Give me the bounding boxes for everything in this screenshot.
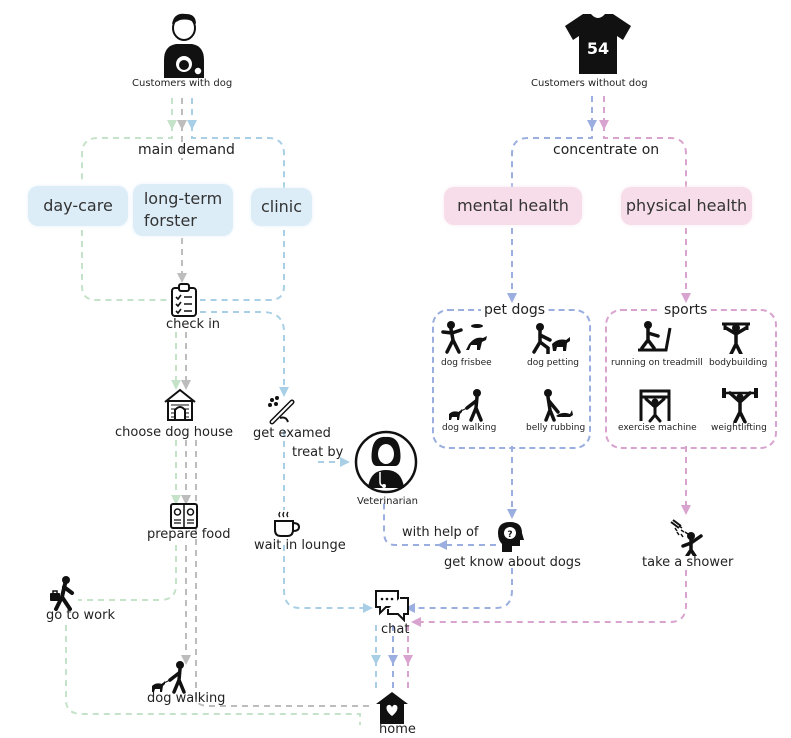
- veterinarian-label: Veterinarian: [357, 496, 419, 507]
- chat-label: chat: [381, 622, 410, 637]
- weightlifting-label: weightlifting: [711, 423, 767, 433]
- treat-by-label: treat by: [292, 445, 344, 460]
- concentrate-on-label: concentrate on: [553, 142, 660, 158]
- person-with-dog-icon: [164, 13, 204, 78]
- with-help-of-label: with help of: [402, 525, 479, 540]
- treadmill-icon: [638, 321, 672, 352]
- jersey-icon: 54: [565, 14, 631, 74]
- food-menu-icon: [170, 503, 198, 529]
- medical-tools-icon: [268, 396, 295, 425]
- running-on-treadmill-label: running on treadmill: [611, 358, 703, 368]
- dog-walking-label: dog walking: [147, 691, 226, 706]
- head-idea-icon: ?: [498, 522, 524, 552]
- pet-dogs-title: pet dogs: [481, 303, 549, 317]
- bodybuilding-label: bodybuilding: [709, 358, 768, 368]
- dog-walking-icon: [152, 661, 186, 694]
- main-demand-label: main demand: [138, 142, 235, 158]
- get-examed-label: get examed: [253, 426, 331, 441]
- choose-dog-house-label: choose dog house: [115, 425, 233, 440]
- dog-frisbee-icon: [441, 321, 487, 354]
- belly-rubbing-label: belly rubbing: [526, 423, 586, 433]
- dog-frisbee-label: dog frisbee: [441, 358, 492, 368]
- businessman-walking-icon: [50, 576, 74, 611]
- jersey-number: 54: [587, 39, 609, 58]
- day-care-box: day-care: [30, 188, 126, 224]
- svg-text:?: ?: [507, 530, 512, 540]
- bodybuilding-icon: [722, 322, 750, 354]
- mental-health-box: mental health: [446, 189, 580, 223]
- dog-walking-small-icon: [449, 389, 483, 422]
- exercise-machine-label: exercise machine: [618, 423, 697, 433]
- customers-with-dog-label: Customers with dog: [132, 78, 233, 89]
- go-to-work-label: go to work: [46, 608, 115, 623]
- weightlifting-icon: [722, 388, 758, 423]
- exercise-machine-icon: [639, 389, 671, 423]
- long-term-forster-label: long-term forster: [143, 189, 223, 230]
- coffee-cup-icon: [274, 511, 301, 537]
- home-icon: [376, 692, 408, 724]
- dog-house-icon: [164, 388, 196, 421]
- prepare-food-label: prepare food: [147, 527, 231, 542]
- take-a-shower-label: take a shower: [642, 555, 734, 570]
- dog-walking-small-label: dog walking: [442, 423, 497, 433]
- home-label: home: [379, 722, 416, 737]
- clinic-box: clinic: [253, 190, 310, 224]
- chat-bubbles-icon: [375, 590, 409, 622]
- shower-icon: [670, 519, 703, 556]
- get-know-about-dogs-label: get know about dogs: [444, 555, 581, 570]
- check-in-label: check in: [166, 317, 221, 332]
- veterinarian-avatar-icon: [354, 430, 418, 494]
- sports-title: sports: [661, 303, 711, 317]
- belly-rubbing-icon: [544, 389, 573, 422]
- physical-health-box: physical health: [623, 189, 750, 223]
- dog-petting-label: dog petting: [527, 358, 580, 368]
- customers-without-dog-label: Customers without dog: [531, 78, 648, 89]
- clipboard-checklist-icon: [171, 283, 197, 317]
- long-term-forster-box: long-term forster: [135, 186, 231, 234]
- wait-in-lounge-label: wait in lounge: [254, 538, 346, 553]
- dog-petting-icon: [532, 323, 570, 354]
